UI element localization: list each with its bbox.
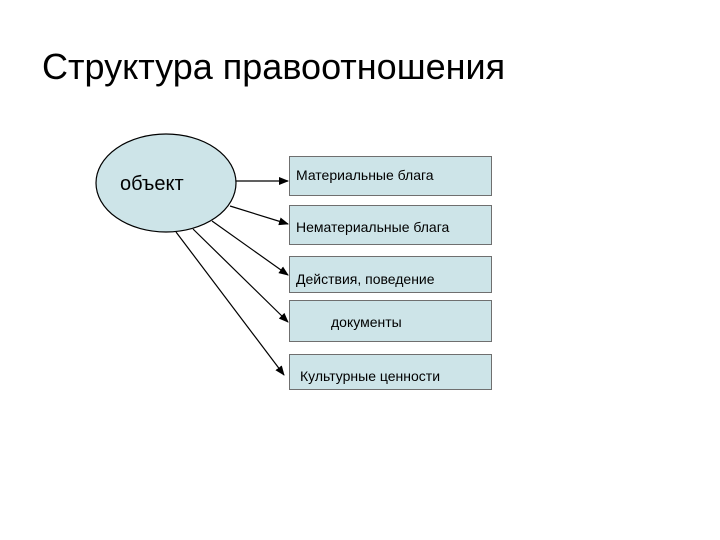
connector-arrow-3 [211,220,289,276]
target-box-actions-behavior: Действия, поведение [289,256,492,293]
target-box-material-goods: Материальные блага [289,156,492,196]
target-box-documents: документы [289,300,492,342]
connector-arrow-4 [192,228,289,323]
connector-arrow-2 [229,205,289,226]
object-ellipse [95,133,237,233]
target-label: Нематериальные блага [296,219,450,235]
target-box-intangible-goods: Нематериальные блага [289,205,492,245]
connector-arrow-5 [175,231,285,376]
target-label: документы [331,314,402,330]
target-label: Действия, поведение [296,271,435,287]
target-box-cultural-values: Культурные ценности [289,354,492,390]
object-label: объект [120,173,184,195]
target-label: Материальные блага [296,167,434,183]
slide-title: Структура правоотношения [42,46,506,87]
target-label: Культурные ценности [300,368,441,384]
